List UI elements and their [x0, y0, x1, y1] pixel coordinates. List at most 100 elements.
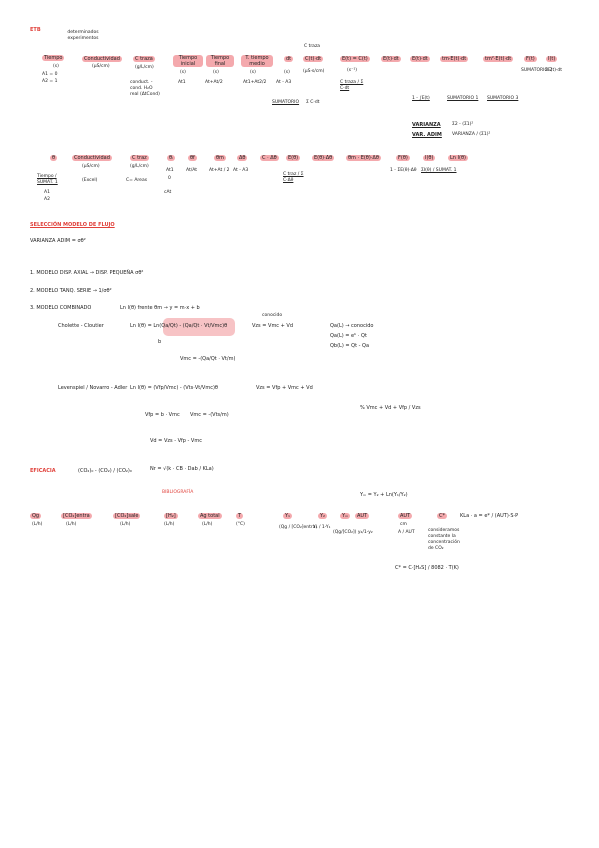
vmc-eq: Vmc = -(Qa/Qt · Vt/m) [180, 356, 236, 362]
varianza-label: VARIANZA [412, 122, 441, 128]
col-y2: Y₂ [318, 513, 328, 519]
col-ctraz-unit: (g/L/cm) [135, 65, 154, 70]
col-ft: F(t) [524, 56, 537, 62]
ft-1: 1 - ∫E(t) [412, 96, 430, 101]
vzs-eq: Vzs = Vmc + Vd [252, 323, 294, 329]
col-thi: θᵢ [167, 155, 175, 161]
col-et: E(t) = C(t) [340, 56, 370, 62]
col-cdth: C · Δθ [260, 155, 279, 161]
qc-eq: Qb(L) = Qt - Qa [330, 343, 370, 349]
col-tfin: Tiempo final [206, 55, 234, 67]
kla-eq: KLa · a = e* / (AUT)·S·P [460, 513, 519, 519]
col-et-dt: E(t)·dt [381, 56, 401, 62]
cholette-b: b [158, 339, 162, 345]
col-co2e: [CO₂]entra [61, 513, 92, 519]
model-2: 2. MODELO TANQ. SERIE → 1/σθ² [30, 288, 112, 294]
col-thmet: θm · E(θ)·Δθ [346, 155, 381, 161]
col-ctraz2: C traz [130, 155, 149, 161]
at3-r2: At - A3 [233, 168, 249, 173]
aut-frac: A / AUT [398, 530, 415, 535]
col-ethd: E(θ)·Δθ [312, 155, 335, 161]
y-ln: Yₘ = Y₂ + Ln(Y₁/Y₂) [360, 492, 408, 498]
it-1: ΣE(t)·dt [545, 68, 563, 73]
model-1: 1. MODELO DISP. AXIAL → DISP. PEQUEÑA σθ… [30, 270, 144, 276]
col-thf: θf [188, 155, 197, 161]
col-et-unit: (s⁻¹) [347, 68, 358, 73]
qg-frac: (Qg / [CO₂]entra) [279, 525, 318, 530]
model-3: 3. MODELO COMBINADO [30, 305, 92, 311]
sum-et: SUMATORIO 1 [447, 96, 479, 101]
col-cond: Conductividad [82, 56, 122, 62]
col-theta: θ [50, 155, 58, 161]
col-y1: Y₁ [283, 513, 293, 519]
sum-tm: SUMATORIO 2 [521, 68, 553, 73]
col-qg: Qg [30, 513, 42, 519]
col-tiempo: Tiempo [42, 55, 65, 61]
col-cdt: C(t)·dt [303, 56, 324, 62]
vd-eq: Vd = Vzs - Vfp - Vmc [150, 438, 202, 444]
col-co2s-unit: (L/h) [120, 522, 131, 527]
levenspiel-label: Levenspiel / Novarro - Adler [58, 385, 128, 391]
col-temp-unit: (°C) [236, 522, 245, 527]
excel: (Excel) [82, 178, 98, 183]
col-fth: F(θ) [396, 155, 410, 161]
col-eth: E(θ) [286, 155, 301, 161]
c-final: C* = C·[H₂S] / 8082 · T(K) [395, 565, 459, 571]
cholette-eq: Ln I(θ) = Ln(Qa/Qt) - (Qa/Qt · Vt/Vmc)θ [130, 323, 228, 329]
cond-notes: conduct. - cond. H₂O real (ΔtCond) [130, 80, 160, 97]
col-ctraz: C traza [133, 56, 155, 62]
a2-label: A2 = 1 [42, 79, 58, 84]
col-aut2: AUT [398, 513, 413, 519]
nv-eq: Ln I(θ) = (Vfp/Vmc) - (Vts·Vt/Vmc)θ [130, 385, 218, 391]
col-tmedio: T. tiempo medio [241, 55, 273, 67]
const-note: consideramos constante la concentración … [428, 528, 460, 551]
col-co2s: [CO₂]sale [113, 513, 141, 519]
nr-eq: Nr = √(k · CB · Dab / KLa) [150, 466, 214, 472]
conocido-label: conocido [262, 313, 283, 318]
var-adim-label: VAR. ADIM [412, 132, 442, 138]
bibliografia: BIBLIOGRAFÍA [162, 490, 194, 495]
col-cond2-unit: (μS/cm) [82, 164, 100, 169]
col-cond2: Conductividad [72, 155, 112, 161]
ath-r2: At/At [186, 168, 198, 173]
at-formula: At+At/2 [205, 80, 223, 85]
col-co2e-unit: (L/h) [66, 522, 77, 527]
col-tmedio-unit: (s) [250, 70, 256, 75]
at-formula2: At1+At2/2 [243, 80, 267, 85]
at2-r2: At+At / 2 [209, 168, 230, 173]
col-tm-et: tm·E(t)·dt [440, 56, 469, 62]
col-cstar: C* [437, 513, 447, 519]
sum-a: At - A3 [276, 80, 292, 85]
zero-r2: 0 [168, 176, 171, 181]
col-ym: Yₘ [340, 513, 351, 519]
vzs2-eq: Vzs = Vfp + Vmc + Vd [256, 385, 313, 391]
col-etdt: E(t)·dt [410, 56, 430, 62]
qb-eq: Qa(L) = eᵇ · Qt [330, 333, 367, 339]
ctraz-over: C traza / Σ C·dt [340, 80, 364, 91]
sum-tm2: SUMATORIO 3 [487, 96, 519, 101]
col-cdt-unit: (μS·s/cm) [303, 69, 325, 74]
col-tm2: tm²·E(t)·dt [483, 56, 514, 62]
col-lnith: Ln I(θ) [448, 155, 468, 161]
sum-c: Σ C·dt [306, 100, 320, 105]
sumatorio-1: SUMATORIO [272, 100, 300, 105]
col-aut: AUT [355, 513, 370, 519]
sum-i: ΣI(θ) / SUMAT. 1 [421, 168, 457, 173]
model-3-eq: Ln I(θ) frente θm → y = m·x + b [120, 305, 200, 311]
tiempo-sum: Tiempo / SUMAT. 1 [37, 174, 58, 185]
col-dt-unit: (s) [284, 70, 290, 75]
y1-frac: Y₁ / 1-Y₁ [313, 525, 331, 530]
a1-r2: A1 [44, 190, 50, 195]
col-ctraz2-unit: (g/L/cm) [130, 164, 149, 169]
c-traz-top: C traza [304, 44, 321, 49]
at1-label: At1 [178, 80, 186, 85]
col-tiempo-unit: (s) [53, 64, 59, 69]
ctr-r2: C traz / Σ C·Δθ [283, 172, 304, 183]
header-label: ETB [30, 27, 41, 33]
frac-eq: % Vmc + Vd + Vfp / Vzs [360, 405, 421, 411]
col-tfin-unit: (s) [213, 70, 219, 75]
vmc2-eq: Vmc = -(Vts/m) [190, 412, 229, 418]
at1-r2: At1 [166, 168, 174, 173]
col-co2: [H₂] [164, 513, 178, 519]
